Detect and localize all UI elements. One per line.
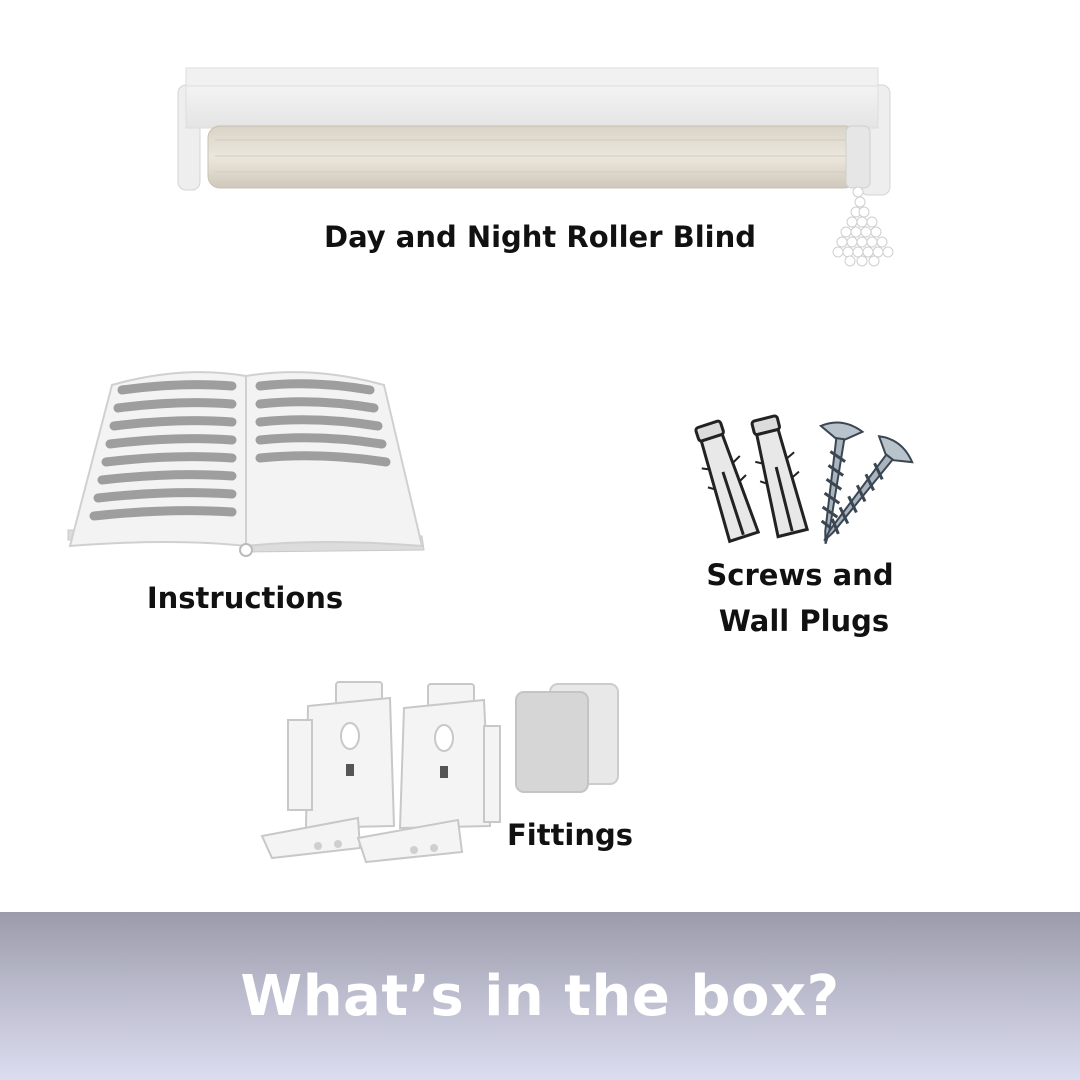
banner-title: What’s in the box? xyxy=(240,963,840,1029)
roller-blind-label: Day and Night Roller Blind xyxy=(324,220,756,254)
roller-blind-icon xyxy=(177,67,894,267)
fittings-label: Fittings xyxy=(506,818,634,852)
screws-label-line2: Wall Plugs xyxy=(718,604,890,638)
screws-label-line1: Screws and xyxy=(706,558,894,592)
instructions-label: Instructions xyxy=(146,581,344,615)
screws-and-plugs-icon xyxy=(694,414,914,545)
instruction-book-icon xyxy=(67,371,425,557)
banner: What’s in the box? xyxy=(0,912,1080,1080)
brackets-icon xyxy=(260,681,619,864)
